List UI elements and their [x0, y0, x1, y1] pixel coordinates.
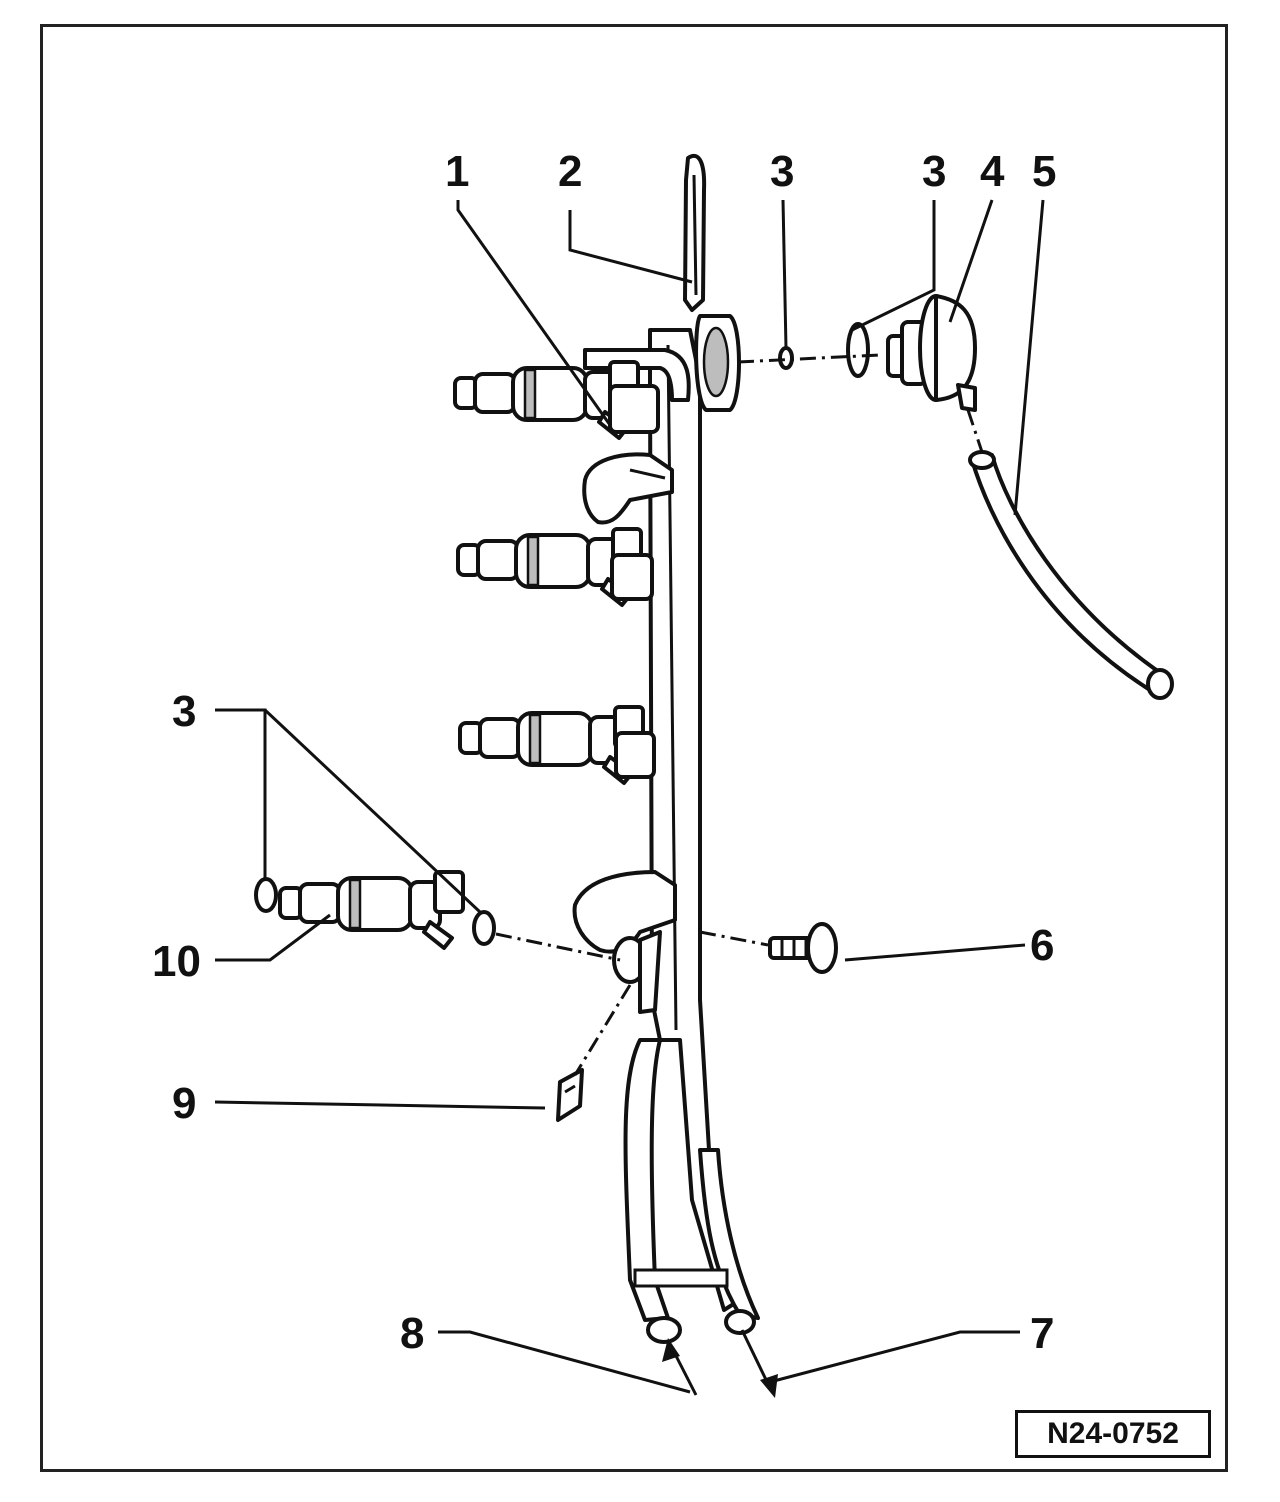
- callout-10: 10: [152, 937, 201, 986]
- callout-4: 4: [980, 147, 1005, 196]
- callout-3b: 3: [922, 147, 946, 196]
- retaining-clip-small: [556, 1068, 584, 1122]
- fuel-pressure-regulator: [886, 294, 977, 412]
- callout-5: 5: [1032, 147, 1056, 196]
- callout-7: 7: [1030, 1309, 1054, 1358]
- assembly-axis-lines: [495, 353, 984, 1076]
- callout-labels: 1 2 3 3 4 5 3 6 10 9 8 7: [152, 147, 1056, 1358]
- callout-6: 6: [1030, 921, 1054, 970]
- upper-mounting-bracket: [582, 452, 674, 525]
- callout-8: 8: [400, 1309, 424, 1358]
- injector-exploded: [278, 870, 465, 950]
- o-ring-regulator-small: [778, 346, 794, 370]
- callout-2: 2: [558, 147, 582, 196]
- mounting-bolt: [768, 922, 838, 974]
- figure-reference-code: N24-0752: [1015, 1410, 1211, 1458]
- leader-lines: [214, 199, 1045, 1394]
- callout-9: 9: [172, 1079, 196, 1128]
- callout-3a: 3: [770, 147, 794, 196]
- retaining-clip: [683, 154, 707, 312]
- flow-arrows: [662, 1329, 778, 1398]
- o-ring-lower: [254, 877, 278, 913]
- callout-3c: 3: [172, 687, 196, 736]
- o-ring-regulator-large: [846, 322, 870, 378]
- vacuum-hose: [968, 450, 1174, 700]
- regulator-mount: [694, 314, 741, 412]
- injector-rail-ports: [608, 384, 660, 779]
- o-ring-upper: [472, 910, 496, 946]
- supply-and-return-pipes: [623, 1038, 760, 1344]
- lower-mounting-bracket: [572, 870, 677, 1014]
- callout-1: 1: [445, 147, 469, 196]
